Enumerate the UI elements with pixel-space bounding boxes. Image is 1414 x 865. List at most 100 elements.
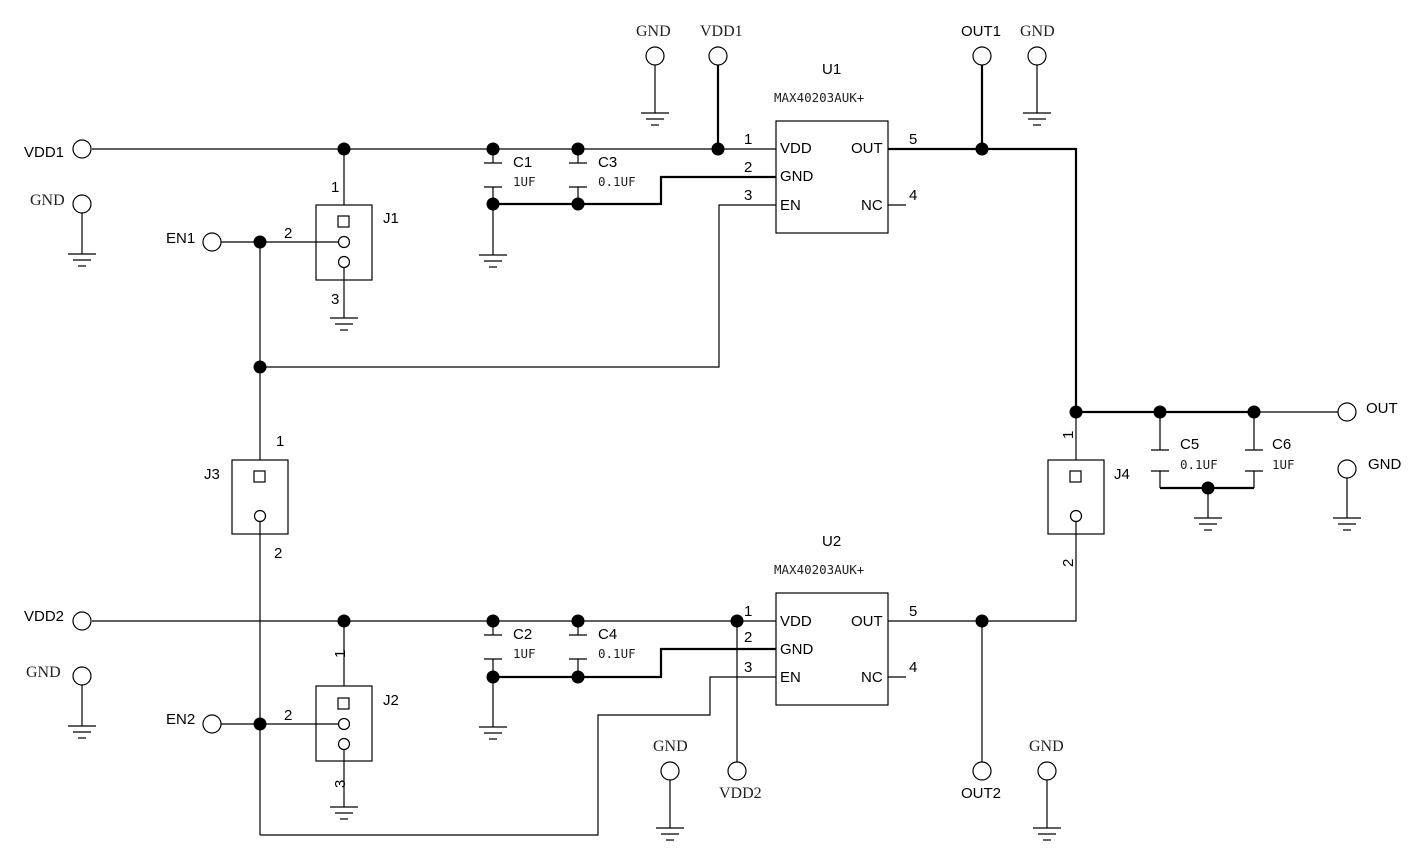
ground-symbol: [329, 806, 359, 820]
gnd-label-bottom-right: GND: [1029, 738, 1064, 755]
gnd-label-right: GND: [1368, 456, 1402, 473]
c2-ref: C2: [513, 626, 532, 643]
c1-ref: C1: [513, 154, 532, 171]
j4-pin2-label: 2: [1060, 559, 1077, 567]
c6-value: 1UF: [1272, 457, 1295, 472]
gnd-label-bottom-left: GND: [653, 738, 688, 755]
out1-terminal[interactable]: [972, 46, 992, 66]
j2-pin2[interactable]: [337, 717, 351, 731]
u2-part: MAX40203AUK+: [774, 562, 864, 577]
ground-symbol: [640, 112, 670, 126]
u1-part: MAX40203AUK+: [774, 90, 864, 105]
ground-symbol: [1032, 827, 1062, 841]
vdd1-terminal[interactable]: [72, 139, 92, 159]
gnd-label-top-right: GND: [1020, 23, 1055, 40]
out2-label: OUT2: [961, 785, 1001, 802]
gnd-terminal-bottom-left[interactable]: [660, 761, 680, 781]
c4-value: 0.1UF: [598, 646, 636, 661]
vdd2-terminal-bottom[interactable]: [727, 761, 747, 781]
ground-symbol: [67, 725, 97, 739]
junction: [711, 142, 725, 156]
junction: [253, 717, 267, 731]
j2-pin3-label: 3: [332, 780, 349, 788]
j4-pin1[interactable]: [1069, 470, 1082, 483]
u1-body: [775, 120, 889, 234]
u2-pin1-num: 1: [744, 603, 752, 620]
en1-terminal[interactable]: [202, 232, 222, 252]
lower-channel: VDD2 GND 1 J2 3 EN2 2 C2 1UF: [24, 533, 1064, 841]
out1-label: OUT1: [961, 23, 1001, 40]
c3-ref: C3: [598, 154, 617, 171]
u1-pin3-num: 3: [744, 187, 752, 204]
vdd2-terminal[interactable]: [72, 611, 92, 631]
u2-pin-gnd: GND: [780, 641, 814, 658]
en2-terminal[interactable]: [202, 714, 222, 734]
gnd-terminal-top-left[interactable]: [645, 46, 665, 66]
upper-channel: VDD1 GND GND VDD1 1 J1 3 EN1 2: [24, 23, 1078, 472]
u2-pin-vdd: VDD: [780, 613, 812, 630]
u2-body: [775, 592, 889, 706]
j3-ref: J3: [204, 466, 220, 483]
j3-pin2[interactable]: [253, 509, 267, 523]
vdd1-terminal-top[interactable]: [708, 46, 728, 66]
j1-pin1[interactable]: [337, 215, 350, 228]
j1-pin1-label: 1: [331, 179, 339, 196]
en2-label: EN2: [166, 711, 195, 728]
u2-pin3-num: 3: [744, 659, 752, 676]
junction: [486, 670, 500, 684]
u2-pin-en: EN: [780, 669, 801, 686]
ground-symbol: [1332, 517, 1362, 531]
j3-pin1-label: 1: [276, 433, 284, 450]
vdd2-label-bottom: VDD2: [719, 785, 762, 802]
gnd-label-top-left: GND: [636, 23, 671, 40]
junction: [571, 197, 585, 211]
j2-pin3[interactable]: [337, 737, 351, 751]
ground-symbol: [1022, 112, 1052, 126]
out-terminal[interactable]: [1337, 402, 1357, 422]
en1-label: EN1: [166, 230, 195, 247]
u1-ref: U1: [822, 61, 841, 78]
j2-pin1[interactable]: [337, 697, 350, 710]
j2-pin2-label: 2: [284, 707, 292, 724]
out-label: OUT: [1366, 400, 1398, 417]
c6-ref: C6: [1272, 436, 1291, 453]
vdd2-input-label: VDD2: [24, 608, 64, 625]
j1-pin2-label: 2: [284, 225, 292, 242]
gnd-terminal-right[interactable]: [1337, 459, 1357, 479]
u1-pin-vdd: VDD: [780, 140, 812, 157]
j2-ref: J2: [383, 692, 399, 709]
ground-symbol: [67, 253, 97, 267]
j4-pin2[interactable]: [1069, 509, 1083, 523]
j3-group: 1 J3 2: [204, 433, 289, 835]
gnd-terminal-left-bottom[interactable]: [72, 666, 92, 686]
j1-ref: J1: [383, 210, 399, 227]
c2-value: 1UF: [513, 646, 536, 661]
u1-pin1-num: 1: [744, 131, 752, 148]
ground-symbol: [329, 317, 359, 331]
u1-pin4-num: 4: [909, 187, 917, 204]
u1-pin-en: EN: [780, 197, 801, 214]
u2-pin4-num: 4: [909, 659, 917, 676]
u1-pin-nc: NC: [861, 197, 883, 214]
u2-pin-nc: NC: [861, 669, 883, 686]
j3-pin1[interactable]: [253, 470, 266, 483]
junction: [486, 197, 500, 211]
j1-pin3-label: 3: [331, 291, 339, 308]
out2-terminal[interactable]: [972, 761, 992, 781]
output-section: OUT C5 0.1UF C6 1UF GND J4 1 2: [888, 400, 1402, 622]
c5-value: 0.1UF: [1180, 457, 1218, 472]
j2-pin1-label: 1: [332, 650, 349, 658]
j1-pin3[interactable]: [337, 255, 351, 269]
c4-ref: C4: [598, 626, 617, 643]
c3-value: 0.1UF: [598, 174, 636, 189]
gnd-terminal-bottom-right[interactable]: [1037, 761, 1057, 781]
gnd-terminal-left-top[interactable]: [72, 194, 92, 214]
gnd-terminal-top-right[interactable]: [1027, 46, 1047, 66]
j1-pin2[interactable]: [337, 235, 351, 249]
ground-symbol: [478, 726, 508, 740]
gnd-label-left-bottom: GND: [26, 664, 61, 681]
u1-pin5-num: 5: [909, 131, 917, 148]
j4-pin1-label: 1: [1060, 431, 1077, 439]
j3-pin2-label: 2: [274, 545, 282, 562]
